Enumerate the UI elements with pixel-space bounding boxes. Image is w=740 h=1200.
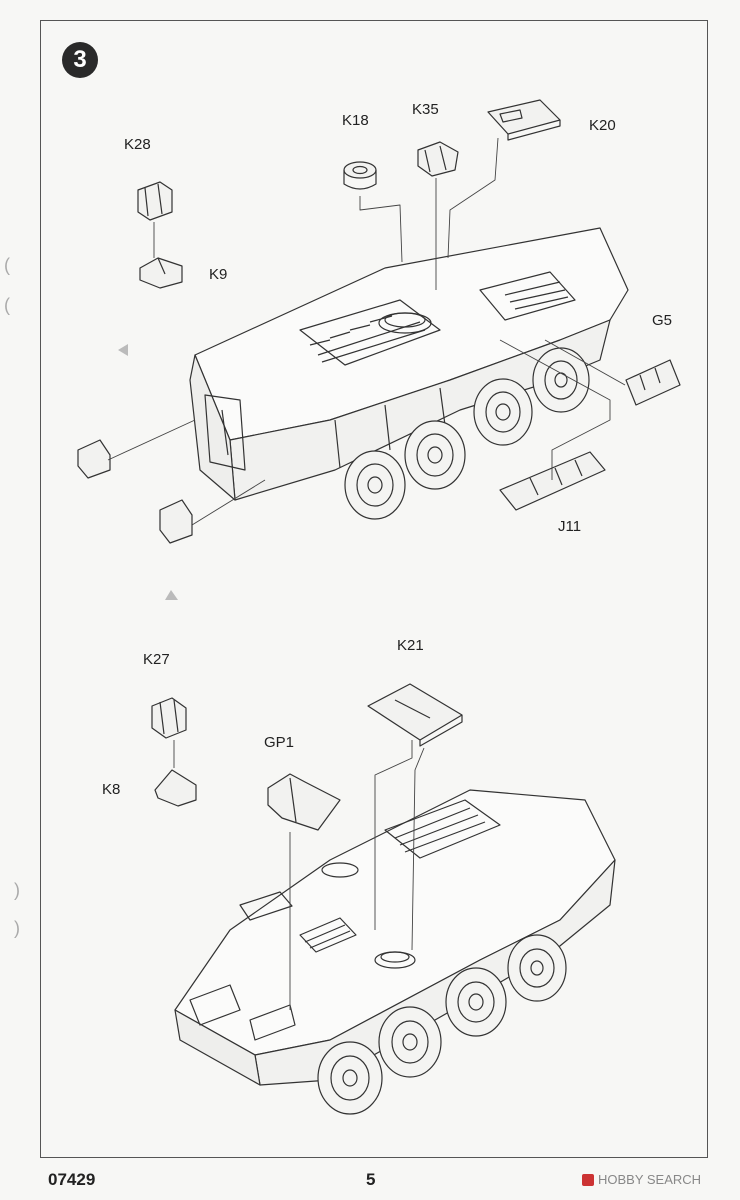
label-k9: K9 [209,266,228,283]
margin-mark: ) [14,918,20,938]
part-k8-drawing [154,769,197,807]
part-gp1-drawing [267,773,341,831]
part-k35-drawing [417,141,459,177]
step-number-badge: 3 [62,42,98,78]
page-number: 5 [366,1170,376,1189]
label-k35: K35 [412,101,439,118]
lower-vehicle-wheels [317,934,567,1115]
label-j11: J11 [558,518,582,535]
lower-vehicle-hull [174,789,616,1086]
part-k18-drawing [343,161,377,190]
part-k20-drawing [487,99,561,141]
label-k18: K18 [342,112,369,129]
part-k27-drawing [151,697,187,739]
diagram-frame [40,20,708,1158]
label-g5: G5 [652,312,673,329]
part-g5-drawing [625,359,681,406]
label-k8: K8 [102,781,121,798]
part-k21-drawing [367,683,463,747]
watermark-text: HOBBY SEARCH [598,1172,702,1187]
part-k28-drawing [137,181,173,221]
label-k21: K21 [397,637,424,654]
margin-mark: ( [4,255,10,275]
part-j11-drawing [499,451,606,511]
watermark: HOBBY SEARCH [582,1172,701,1187]
part-k9-drawing [139,257,183,289]
margin-mark: ( [4,295,10,315]
label-k20: K20 [589,117,616,134]
upper-vehicle-hull [189,227,629,501]
label-gp1: GP1 [264,734,295,751]
watermark-logo-icon [582,1173,594,1186]
tail-light-assemblies [77,439,193,544]
label-k28: K28 [124,136,151,153]
margin-mark: ) [14,880,20,900]
product-code: 07429 [48,1170,96,1189]
upper-vehicle-wheels [344,347,590,520]
label-k27: K27 [143,651,170,668]
